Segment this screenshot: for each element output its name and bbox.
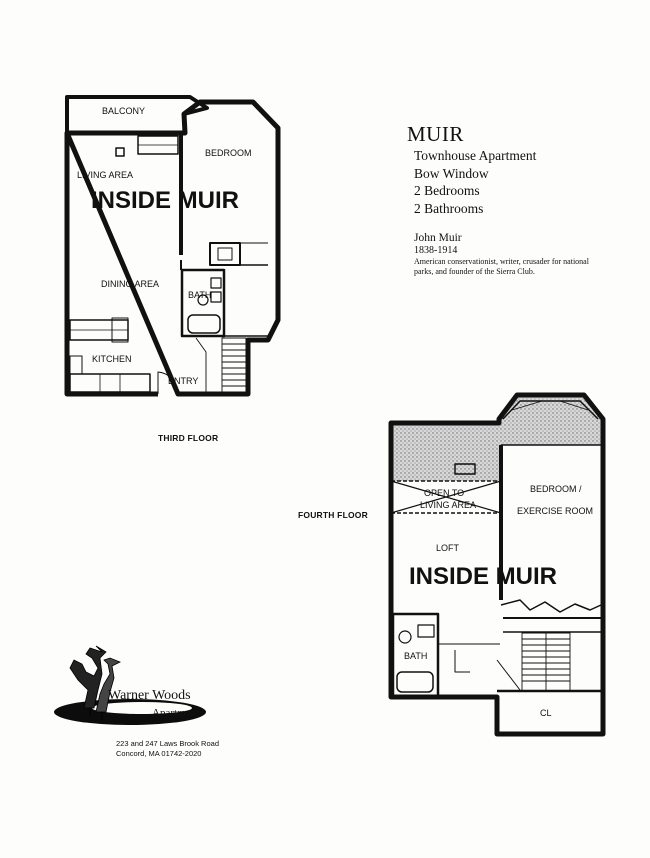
fourth-floor-plan bbox=[388, 392, 606, 737]
room-label-bedroom: BEDROOM bbox=[205, 148, 252, 158]
room-label-dining-area: DINING AREA bbox=[101, 279, 159, 289]
address-city: Concord, MA 01742-2020 bbox=[116, 749, 202, 758]
plan-details: Townhouse Apartment Bow Window 2 Bedroom… bbox=[414, 147, 536, 217]
room-label-bath: BATH bbox=[188, 290, 211, 300]
bio-years: 1838-1914 bbox=[414, 245, 458, 256]
room-label-balcony: BALCONY bbox=[102, 106, 145, 116]
open-to-below-area bbox=[391, 425, 501, 481]
address-street: 223 and 247 Laws Brook Road bbox=[116, 739, 219, 748]
bio-name: John Muir bbox=[414, 232, 462, 244]
namesake-bio: John Muir 1838-1914 American conservatio… bbox=[414, 232, 594, 277]
logo-subtitle: Apartments bbox=[152, 707, 204, 719]
third-floor-caption: THIRD FLOOR bbox=[158, 433, 219, 443]
room-label-living-area: LIVING AREA bbox=[77, 170, 133, 180]
room-label-open-to: OPEN TO bbox=[424, 488, 464, 498]
address: 223 and 247 Laws Brook Road Concord, MA … bbox=[116, 739, 219, 759]
bow-window-area bbox=[501, 397, 601, 419]
fourth-floor-caption: FOURTH FLOOR bbox=[298, 510, 368, 520]
fourth-floor-outer-wall bbox=[388, 392, 606, 737]
plan-title: MUIR bbox=[407, 122, 464, 146]
third-floor-plan bbox=[64, 95, 281, 397]
third-floor-watermark: INSIDE MUIR bbox=[91, 187, 239, 214]
room-label-bedroom-exercise-1: BEDROOM / bbox=[530, 484, 582, 494]
room-label-bath-upper: BATH bbox=[404, 651, 427, 661]
fourth-floor-stairs bbox=[521, 632, 571, 692]
fourth-floor-watermark: INSIDE MUIR bbox=[409, 563, 557, 590]
detail-bedrooms: 2 Bedrooms bbox=[414, 183, 480, 198]
detail-window: Bow Window bbox=[414, 165, 489, 181]
detail-type: Townhouse Apartment bbox=[414, 148, 537, 163]
balcony-outline bbox=[65, 95, 209, 133]
kitchen-counters bbox=[69, 317, 151, 393]
heron-icon bbox=[54, 645, 206, 725]
detail-bathrooms: 2 Bathrooms bbox=[414, 200, 484, 216]
room-label-kitchen: KITCHEN bbox=[92, 354, 132, 364]
third-floor-stairs bbox=[195, 337, 247, 393]
room-label-bedroom-exercise-2: EXERCISE ROOM bbox=[517, 506, 593, 516]
room-label-entry: ENTRY bbox=[168, 376, 198, 386]
room-label-loft: LOFT bbox=[436, 543, 460, 553]
logo-name: Warner Woods bbox=[108, 688, 191, 703]
third-floor-outer-wall bbox=[64, 99, 281, 397]
bio-description: American conservationist, writer, crusad… bbox=[414, 257, 589, 276]
room-label-closet: CL bbox=[540, 708, 552, 718]
room-label-living-area-open: LIVING AREA bbox=[420, 500, 476, 510]
